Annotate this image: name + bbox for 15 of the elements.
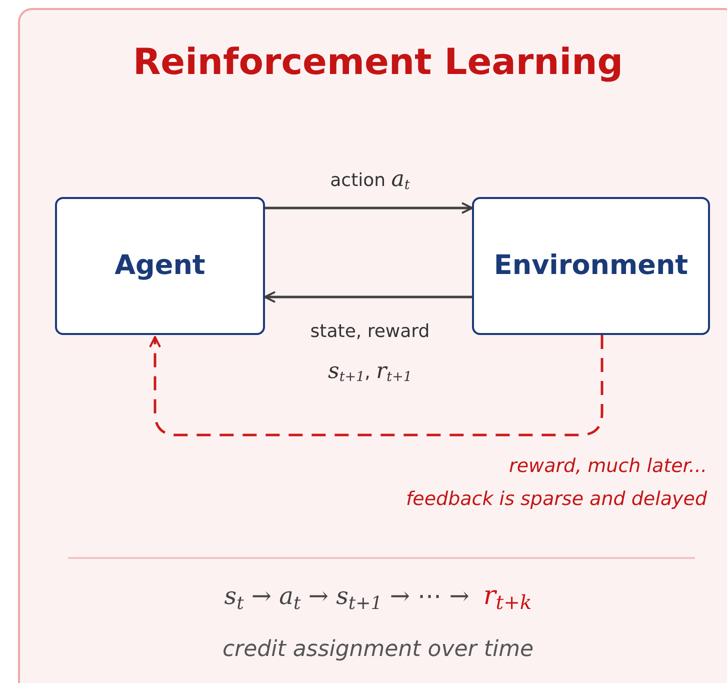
arrow — [264, 291, 472, 303]
arrow — [265, 202, 473, 214]
arrow — [149, 335, 604, 436]
process-box — [472, 197, 710, 335]
node-label: Agent — [114, 248, 206, 283]
title: Reinforcement Learning — [132, 41, 624, 85]
edge-label: state, reward s$_{t+1}$, r$_{t+1}$ — [309, 320, 431, 388]
node-label: Environment — [494, 248, 688, 283]
formula: r$_{t+k}$ — [483, 580, 532, 616]
process-box — [55, 197, 265, 335]
edge-label: action a$_{t}$ — [329, 166, 411, 196]
formula: s$_{t}$ → a$_{t}$ → s$_{t+1}$ → ⋯ → — [224, 581, 470, 614]
caption-text: credit assignment over time — [221, 636, 535, 664]
note: feedback is sparse and delayed — [406, 487, 707, 512]
note: reward, much later... — [509, 454, 707, 479]
